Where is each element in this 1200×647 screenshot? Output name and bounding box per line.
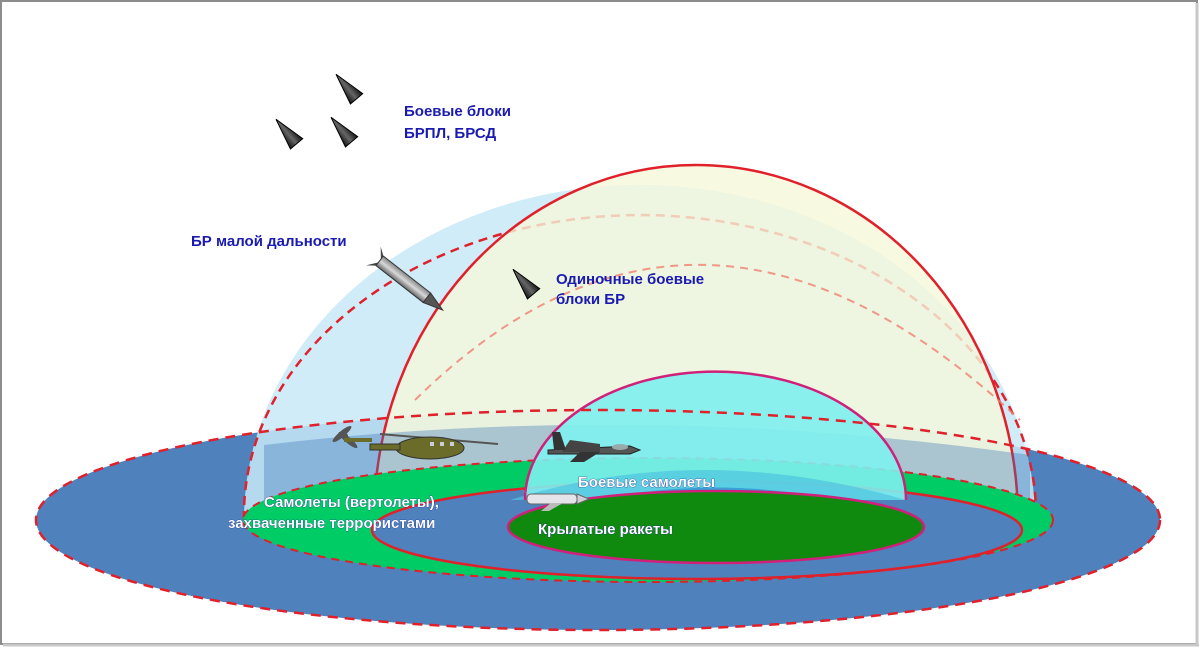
green-ring-outline bbox=[242, 457, 1054, 583]
short-range-missile-icon bbox=[365, 246, 445, 312]
hijacked-aircraft-label-line2: захваченные террористами bbox=[228, 515, 435, 532]
single-warheads-label-line2: блоки БР bbox=[556, 291, 625, 308]
warhead-icon bbox=[335, 73, 364, 105]
cruise-missile-disk bbox=[508, 491, 924, 563]
hijacked-aircraft-label-line1: Самолеты (вертолеты), bbox=[264, 494, 439, 511]
fighter-jet-icon bbox=[547, 432, 642, 462]
single-warheads-label-line1: Одиночные боевые bbox=[556, 271, 704, 288]
cruise-missile-icon bbox=[519, 487, 591, 511]
combat-aircraft-dome bbox=[525, 371, 906, 500]
warhead-icon bbox=[275, 118, 304, 150]
combat-aircraft-dome-outline bbox=[523, 370, 908, 501]
cruise-missile-disk-outline bbox=[506, 489, 926, 565]
cruise-missiles-label: Крылатые ракеты bbox=[538, 521, 673, 538]
short-range-label: БР малой дальности bbox=[191, 233, 347, 250]
combat-aircraft-label: Боевые самолеты bbox=[578, 474, 715, 491]
combat-aircraft-dome-band bbox=[510, 470, 906, 500]
warheads-label-line2: БРПЛ, БРСД bbox=[404, 125, 496, 142]
warhead-icon bbox=[512, 268, 541, 300]
outer-zone-outline bbox=[34, 408, 1162, 632]
single-warhead-dome-outline bbox=[372, 163, 1020, 521]
warhead-icon bbox=[330, 116, 359, 148]
warheads-label-line1: Боевые блоки bbox=[404, 103, 511, 120]
helicopter-icon bbox=[332, 425, 499, 460]
